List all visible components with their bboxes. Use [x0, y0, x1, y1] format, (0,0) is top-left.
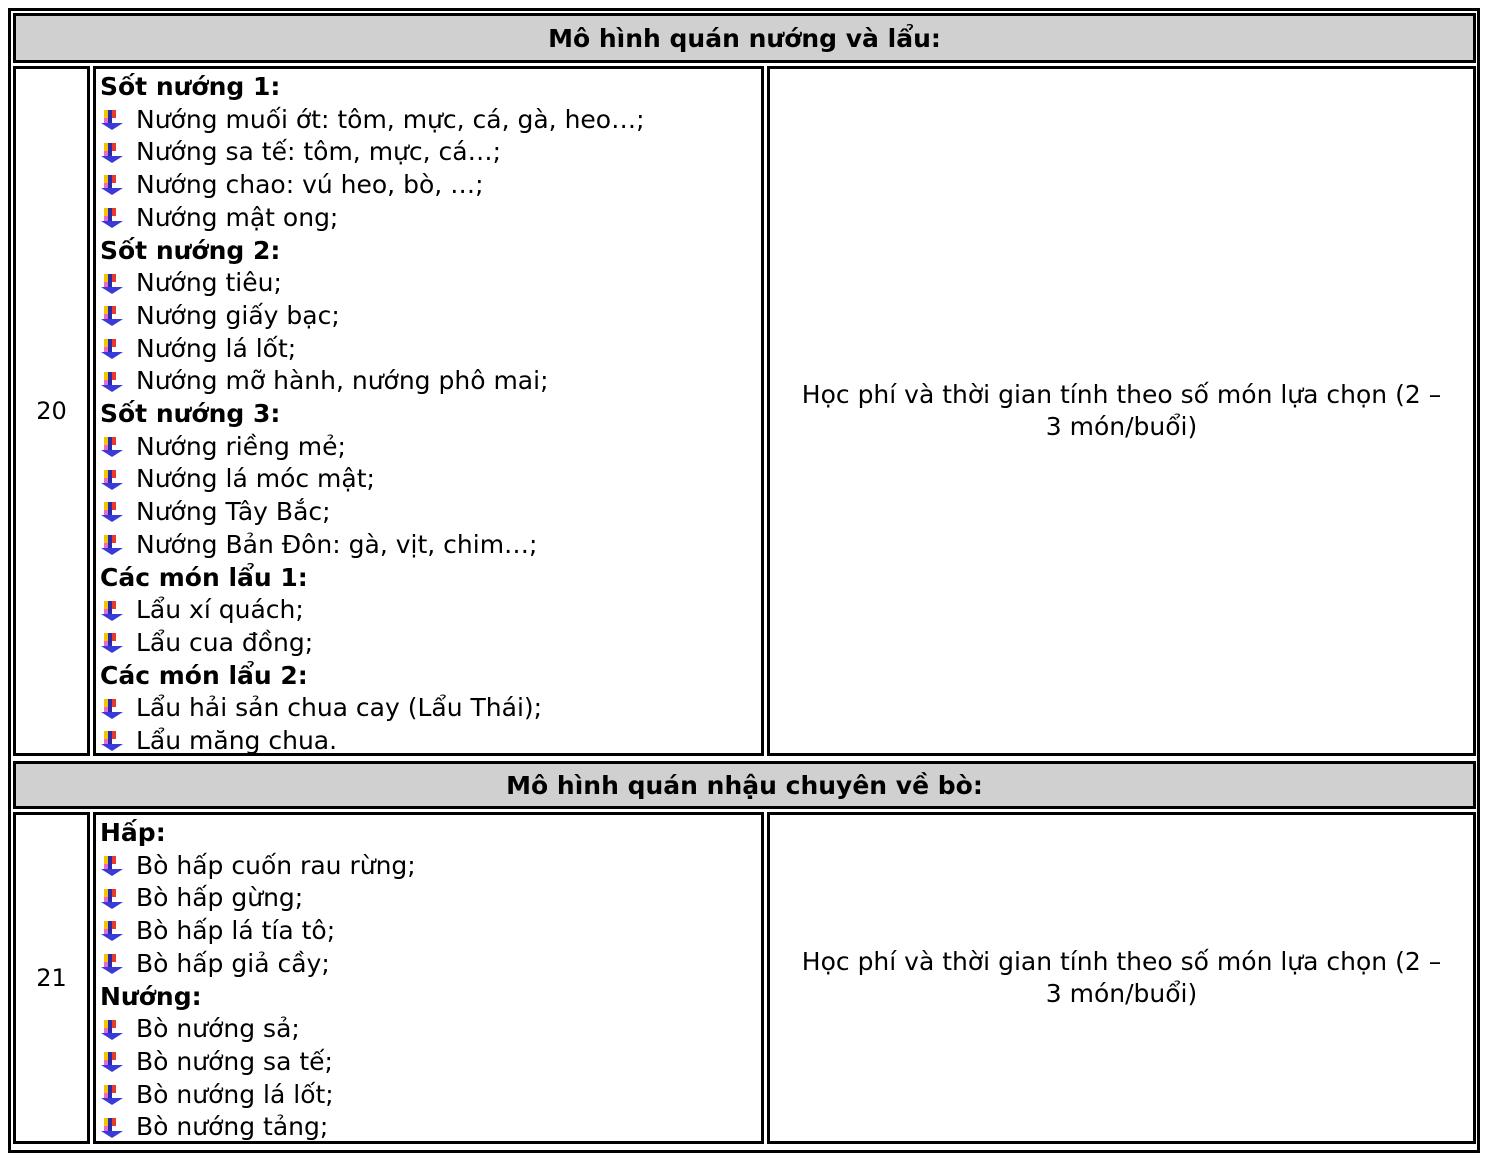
- arrow-bullet-icon: [101, 437, 123, 458]
- dish-label: Bò nướng sả;: [136, 1014, 300, 1044]
- dish-label: Nướng Bản Đôn: gà, vịt, chim…;: [136, 529, 538, 559]
- arrow-bullet-icon: [101, 698, 123, 719]
- fee-note-cell: Học phí và thời gian tính theo số món lự…: [767, 66, 1476, 756]
- category-heading: Các món lẩu 2:: [100, 660, 308, 690]
- fee-note: Học phí và thời gian tính theo số món lự…: [801, 380, 1442, 441]
- arrow-bullet-icon: [101, 338, 123, 359]
- arrow-bullet-icon: [101, 954, 123, 975]
- dish-item: Nướng mỡ hành, nướng phô mai;: [100, 365, 761, 398]
- arrow-bullet-icon: [101, 1019, 123, 1040]
- dish-item: Nướng riềng mẻ;: [100, 431, 761, 464]
- row-number: 21: [36, 964, 67, 992]
- arrow-bullet-icon: [101, 888, 123, 909]
- arrow-bullet-icon: [101, 856, 123, 877]
- dish-label: Bò nướng lá lốt;: [136, 1079, 334, 1109]
- dish-item: Nướng chao: vú heo, bò, …;: [100, 169, 761, 202]
- dish-label: Bò nướng sa tế;: [136, 1046, 333, 1076]
- arrow-bullet-icon: [101, 502, 123, 523]
- dish-item: Nướng Tây Bắc;: [100, 496, 761, 529]
- category-heading: Hấp:: [100, 818, 166, 847]
- fee-note: Học phí và thời gian tính theo số món lự…: [801, 947, 1442, 1008]
- menu-table: [8, 8, 1480, 1153]
- dish-item: Bò nướng sa tế;: [100, 1046, 761, 1079]
- fee-note-cell: Học phí và thời gian tính theo số món lự…: [767, 812, 1476, 1144]
- dish-item: Nướng sa tế: tôm, mực, cá…;: [100, 136, 761, 169]
- section-title: Mô hình quán nướng và lẩu:: [548, 23, 941, 53]
- dish-label: Bò nướng tảng;: [136, 1112, 329, 1142]
- arrow-bullet-icon: [101, 731, 123, 752]
- row-number-cell: 20: [13, 66, 90, 756]
- arrow-bullet-icon: [101, 1117, 123, 1138]
- dish-item: Nướng mật ong;: [100, 202, 761, 235]
- dish-label: Nướng muối ớt: tôm, mực, cá, gà, heo…;: [136, 104, 645, 134]
- section-title: Mô hình quán nhậu chuyên về bò:: [506, 770, 983, 800]
- dish-label: Nướng lá móc mật;: [136, 464, 375, 494]
- dish-label: Nướng chao: vú heo, bò, …;: [136, 170, 484, 200]
- section-header: Mô hình quán nhậu chuyên về bò:: [13, 761, 1476, 809]
- arrow-bullet-icon: [101, 1052, 123, 1073]
- arrow-bullet-icon: [101, 921, 123, 942]
- arrow-bullet-icon: [101, 469, 123, 490]
- category-heading: Sốt nướng 2:: [100, 235, 281, 265]
- dish-item: Lẩu cua đồng;: [100, 627, 761, 660]
- dish-label: Nướng mỡ hành, nướng phô mai;: [136, 366, 549, 396]
- arrow-bullet-icon: [101, 633, 123, 654]
- dish-item: Lẩu măng chua.: [100, 725, 761, 758]
- dish-item: Lẩu hải sản chua cay (Lẩu Thái);: [100, 692, 761, 725]
- arrow-bullet-icon: [101, 306, 123, 327]
- row-number: 20: [36, 397, 67, 425]
- category-heading: Các món lẩu 1:: [100, 562, 308, 592]
- arrow-bullet-icon: [101, 371, 123, 392]
- dish-label: Nướng lá lốt;: [136, 333, 297, 363]
- dish-label: Bò hấp gừng;: [136, 883, 304, 913]
- dish-list-cell: Hấp:Bò hấp cuốn rau rừng;Bò hấp gừng;Bò …: [93, 812, 764, 1144]
- dish-label: Nướng sa tế: tôm, mực, cá…;: [136, 137, 502, 167]
- dish-item: Bò nướng lá lốt;: [100, 1079, 761, 1112]
- dish-label: Lẩu hải sản chua cay (Lẩu Thái);: [136, 693, 543, 723]
- dish-item: Nướng Bản Đôn: gà, vịt, chim…;: [100, 529, 761, 562]
- arrow-bullet-icon: [101, 142, 123, 163]
- category-heading: Nướng:: [100, 981, 202, 1011]
- dish-item: Lẩu xí quách;: [100, 594, 761, 627]
- category-heading: Sốt nướng 1:: [100, 72, 281, 101]
- dish-list-cell: Sốt nướng 1: Nướng muối ớt: tôm, mực, cá,…: [93, 66, 764, 756]
- dish-item: Bò hấp giả cầy;: [100, 948, 761, 981]
- dish-item: Bò hấp lá tía tô;: [100, 915, 761, 948]
- dish-label: Lẩu cua đồng;: [136, 627, 314, 657]
- dish-label: Nướng giấy bạc;: [136, 300, 340, 330]
- arrow-bullet-icon: [101, 273, 123, 294]
- section-header: Mô hình quán nướng và lẩu:: [13, 13, 1476, 63]
- arrow-bullet-icon: [101, 208, 123, 229]
- dish-list: Sốt nướng 1: Nướng muối ớt: tôm, mực, cá,…: [100, 71, 761, 758]
- dish-item: Bò hấp gừng;: [100, 882, 761, 915]
- dish-label: Bò hấp giả cầy;: [136, 948, 330, 978]
- dish-item: Bò nướng sả;: [100, 1013, 761, 1046]
- dish-label: Bò hấp cuốn rau rừng;: [136, 850, 416, 880]
- dish-item: Nướng lá lốt;: [100, 333, 761, 366]
- dish-item: Bò nướng tảng;: [100, 1111, 761, 1144]
- dish-label: Bò hấp lá tía tô;: [136, 916, 336, 946]
- dish-label: Lẩu măng chua.: [136, 726, 338, 756]
- arrow-bullet-icon: [101, 1084, 123, 1105]
- dish-item: Nướng muối ớt: tôm, mực, cá, gà, heo…;: [100, 104, 761, 137]
- row-number-cell: 21: [13, 812, 90, 1144]
- dish-label: Nướng mật ong;: [136, 202, 339, 232]
- dish-label: Nướng Tây Bắc;: [136, 497, 331, 527]
- arrow-bullet-icon: [101, 110, 123, 131]
- dish-label: Lẩu xí quách;: [136, 595, 304, 625]
- dish-list: Hấp:Bò hấp cuốn rau rừng;Bò hấp gừng;Bò …: [100, 817, 761, 1144]
- arrow-bullet-icon: [101, 175, 123, 196]
- dish-item: Nướng lá móc mật;: [100, 463, 761, 496]
- dish-label: Nướng tiêu;: [136, 268, 282, 298]
- dish-label: Nướng riềng mẻ;: [136, 431, 346, 461]
- dish-item: Nướng giấy bạc;: [100, 300, 761, 333]
- arrow-bullet-icon: [101, 535, 123, 556]
- category-heading: Sốt nướng 3:: [100, 399, 281, 429]
- dish-item: Bò hấp cuốn rau rừng;: [100, 850, 761, 883]
- dish-item: Nướng tiêu;: [100, 267, 761, 300]
- arrow-bullet-icon: [101, 600, 123, 621]
